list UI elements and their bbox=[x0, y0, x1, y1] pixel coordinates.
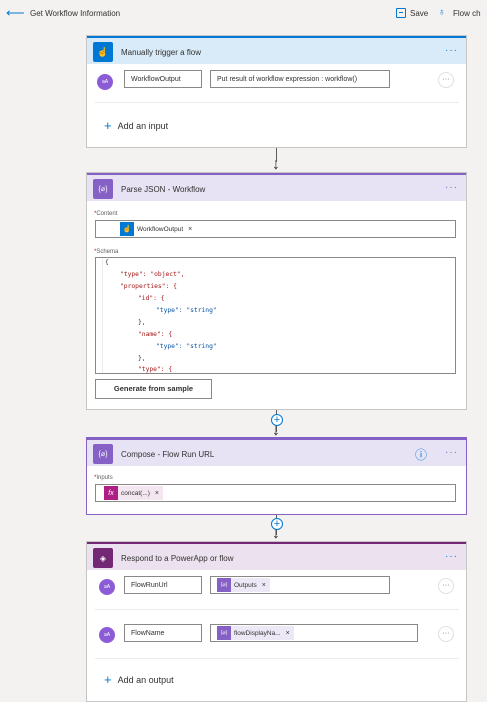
code-line: "name": { bbox=[138, 331, 173, 338]
token-label: Outputs bbox=[234, 581, 257, 589]
arrow-down-icon: ↓ bbox=[272, 525, 280, 542]
trigger-title: Manually trigger a flow bbox=[121, 48, 202, 57]
input-name-field[interactable]: WorkflowOutput bbox=[124, 70, 202, 88]
text-output-avatar: aA bbox=[99, 627, 115, 643]
divider bbox=[95, 102, 459, 103]
remove-token-icon[interactable]: × bbox=[261, 581, 266, 589]
powerapps-icon: ◈ bbox=[93, 548, 113, 568]
hand-tap-icon: ☝ bbox=[93, 42, 113, 62]
output-name-field[interactable]: FlowName bbox=[124, 624, 202, 642]
more-options-icon[interactable]: ··· bbox=[445, 45, 458, 56]
add-input-button[interactable]: + Add an input bbox=[104, 118, 169, 133]
add-output-button[interactable]: + Add an output bbox=[104, 672, 174, 687]
output-value-field[interactable]: {⌀} flowDisplayNa... × bbox=[210, 624, 418, 642]
add-output-label: Add an output bbox=[117, 675, 174, 685]
content-label: *Content bbox=[94, 211, 118, 217]
row-more-icon[interactable]: ··· bbox=[438, 626, 454, 642]
code-line: "type": "object", bbox=[120, 271, 185, 278]
generate-from-sample-button[interactable]: Generate from sample bbox=[95, 379, 212, 399]
curly-braces-icon: {⌀} bbox=[217, 578, 231, 592]
inputs-field[interactable]: fx concat(...) × bbox=[95, 484, 456, 502]
info-icon[interactable]: ⓘ bbox=[415, 448, 428, 462]
output-name-text: FlowRunUrl bbox=[131, 581, 168, 589]
flow-display-name-token[interactable]: {⌀} flowDisplayNa... × bbox=[217, 626, 294, 640]
curly-braces-icon: {⌀} bbox=[93, 179, 113, 199]
output-name-field[interactable]: FlowRunUrl bbox=[124, 576, 202, 594]
insert-step-plus-icon[interactable]: + bbox=[271, 414, 283, 426]
divider bbox=[95, 658, 459, 659]
more-options-icon[interactable]: ··· bbox=[445, 551, 458, 562]
text-input-avatar: aA bbox=[97, 74, 113, 90]
token-label: concat(...) bbox=[121, 489, 150, 497]
remove-token-icon[interactable]: × bbox=[285, 629, 290, 637]
schema-editor[interactable]: { "type": "object", "properties": { "id"… bbox=[95, 257, 456, 374]
concat-expression-token[interactable]: fx concat(...) × bbox=[104, 486, 163, 500]
add-input-label: Add an input bbox=[117, 121, 169, 131]
code-line: "type": "string" bbox=[156, 307, 217, 314]
respond-title: Respond to a PowerApp or flow bbox=[121, 554, 234, 563]
stethoscope-icon: ♁ bbox=[438, 7, 446, 18]
code-line: "id": { bbox=[138, 295, 165, 302]
insert-step-plus-icon[interactable]: + bbox=[271, 518, 283, 530]
respond-header[interactable]: ◈ Respond to a PowerApp or flow ··· bbox=[87, 542, 466, 570]
code-line: "properties": { bbox=[120, 283, 177, 290]
remove-token-icon[interactable]: × bbox=[154, 489, 159, 497]
row-more-icon[interactable]: ··· bbox=[438, 72, 454, 88]
save-button[interactable]: Save bbox=[396, 8, 428, 18]
token-label: flowDisplayNa... bbox=[234, 629, 281, 637]
curly-braces-icon: {⌀} bbox=[93, 444, 113, 464]
schema-label: *Schema bbox=[94, 249, 119, 255]
connector-line bbox=[276, 148, 277, 162]
more-options-icon[interactable]: ··· bbox=[445, 447, 458, 458]
code-line: }, bbox=[138, 319, 146, 326]
more-options-icon[interactable]: ··· bbox=[445, 182, 458, 193]
arrow-down-icon: ↓ bbox=[272, 422, 280, 439]
curly-braces-icon: {⌀} bbox=[217, 626, 231, 640]
plus-icon: + bbox=[104, 118, 112, 133]
compose-title: Compose - Flow Run URL bbox=[121, 450, 215, 459]
row-more-icon[interactable]: ··· bbox=[438, 578, 454, 594]
editor-scrollbar[interactable] bbox=[455, 258, 456, 374]
save-icon bbox=[396, 8, 406, 18]
editor-gutter bbox=[96, 258, 103, 373]
trigger-card: ☝ Manually trigger a flow ··· aA Workflo… bbox=[86, 35, 467, 148]
input-description-field[interactable]: Put result of workflow expression : work… bbox=[210, 70, 390, 88]
input-name-text: WorkflowOutput bbox=[131, 75, 181, 83]
token-label: WorkflowOutput bbox=[137, 225, 184, 233]
output-value-field[interactable]: {⌀} Outputs × bbox=[210, 576, 390, 594]
inputs-label-text: Inputs bbox=[96, 475, 113, 481]
fx-icon: fx bbox=[104, 486, 118, 500]
trigger-header[interactable]: ☝ Manually trigger a flow ··· bbox=[87, 36, 466, 64]
save-label: Save bbox=[410, 8, 429, 18]
parse-json-header[interactable]: {⌀} Parse JSON - Workflow ··· bbox=[87, 173, 466, 201]
outputs-token[interactable]: {⌀} Outputs × bbox=[217, 578, 270, 592]
input-description-text: Put result of workflow expression : work… bbox=[217, 75, 358, 83]
compose-header[interactable]: {⌀} Compose - Flow Run URL ⓘ ··· bbox=[87, 438, 466, 466]
inputs-label: *Inputs bbox=[94, 475, 113, 481]
plus-icon: + bbox=[104, 672, 112, 687]
flow-checker-button[interactable]: ♁ Flow ch bbox=[438, 8, 481, 19]
content-label-text: Content bbox=[96, 211, 118, 217]
respond-card: ◈ Respond to a PowerApp or flow ··· aA F… bbox=[86, 541, 467, 702]
code-line: "type": "string" bbox=[156, 343, 217, 350]
back-arrow-icon[interactable]: ⟵ bbox=[6, 5, 25, 20]
page-title: Get Workflow Information bbox=[30, 9, 121, 18]
workflow-output-token[interactable]: ☝ WorkflowOutput × bbox=[120, 222, 196, 236]
code-line: { bbox=[105, 259, 109, 266]
arrow-down-icon: ↓ bbox=[272, 156, 280, 173]
schema-label-text: Schema bbox=[96, 249, 119, 255]
compose-card: {⌀} Compose - Flow Run URL ⓘ ··· bbox=[86, 437, 467, 515]
code-line: "type": { bbox=[138, 366, 173, 373]
top-bar: ⟵ Get Workflow Information Save ♁ Flow c… bbox=[0, 0, 487, 28]
parse-json-title: Parse JSON - Workflow bbox=[121, 185, 206, 194]
hand-tap-icon: ☝ bbox=[120, 222, 134, 236]
divider bbox=[95, 609, 459, 610]
code-line: }, bbox=[138, 355, 146, 362]
output-name-text: FlowName bbox=[131, 629, 165, 637]
text-output-avatar: aA bbox=[99, 579, 115, 595]
flow-checker-label: Flow ch bbox=[453, 9, 481, 18]
remove-token-icon[interactable]: × bbox=[188, 225, 193, 233]
content-field[interactable]: ☝ WorkflowOutput × bbox=[95, 220, 456, 238]
